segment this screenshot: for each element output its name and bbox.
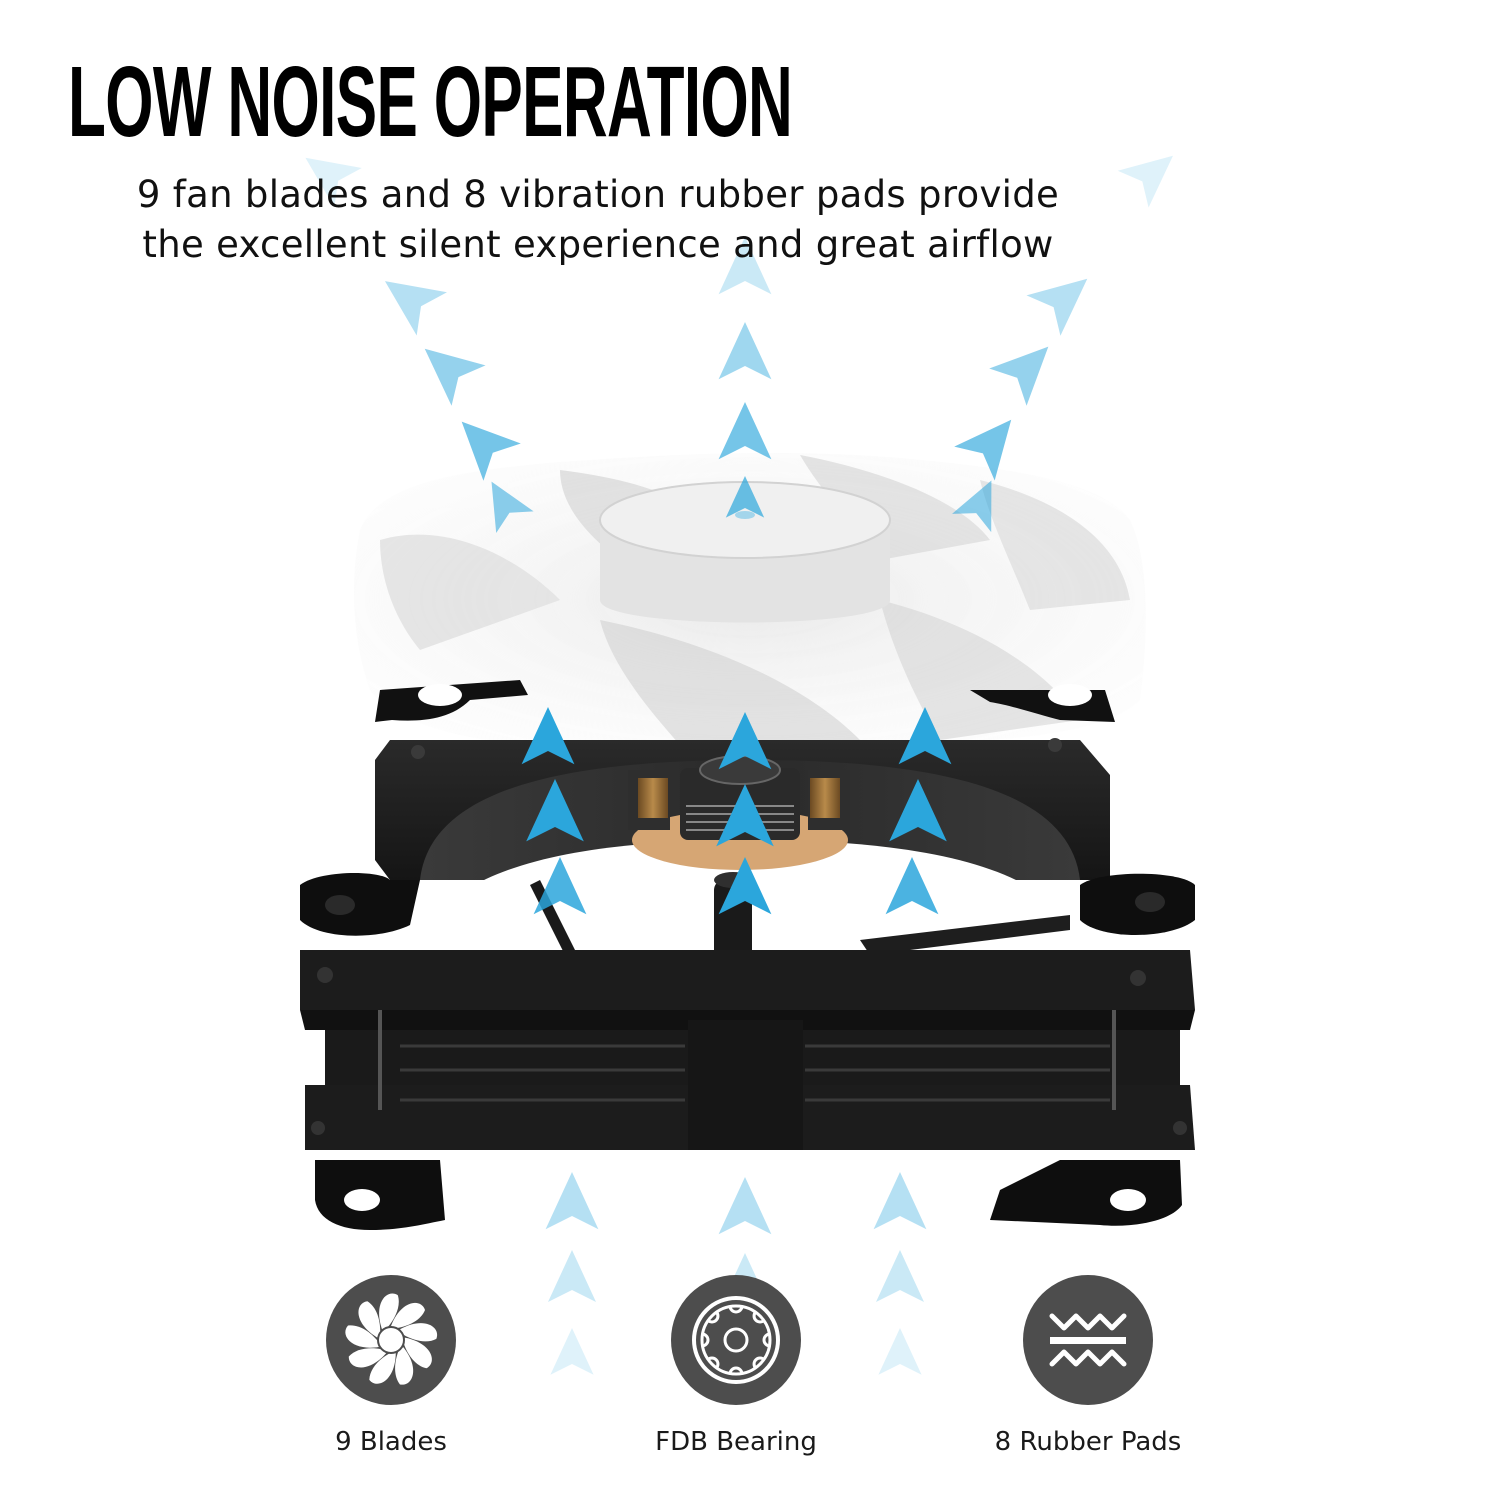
feature-fdb-bearing: FDB Bearing [616, 1275, 856, 1457]
feature-8-rubber-pads: 8 Rubber Pads [968, 1275, 1208, 1457]
subtitle: 9 fan blades and 8 vibration rubber pads… [68, 170, 1128, 270]
rubber-pad-bottom-left [315, 1160, 445, 1230]
bearing-icon [671, 1275, 801, 1405]
rubber-pad-mid-left [300, 873, 420, 936]
motor-stator [628, 755, 850, 870]
fan-blades-icon [326, 1275, 456, 1405]
subtitle-line-1: 9 fan blades and 8 vibration rubber pads… [136, 173, 1060, 216]
feature-label: 8 Rubber Pads [994, 1427, 1182, 1457]
rubber-pad-bottom-right [990, 1160, 1182, 1226]
feature-list: 9 Blades [0, 1275, 1500, 1475]
feature-label: FDB Bearing [655, 1427, 817, 1457]
rubber-pad-mid-right [1080, 873, 1195, 935]
fan-rotor [354, 453, 1146, 745]
rubber-pad-top-right [970, 684, 1115, 722]
feature-9-blades: 9 Blades [271, 1275, 511, 1457]
page-title: LOW NOISE OPERATION [68, 46, 793, 158]
fan-frame-body [300, 950, 1195, 1150]
rubber-pad-wave-icon [1023, 1275, 1153, 1405]
subtitle-line-2: the excellent silent experience and grea… [142, 223, 1054, 266]
rubber-pad-top-left [375, 680, 528, 722]
feature-label: 9 Blades [335, 1427, 447, 1457]
